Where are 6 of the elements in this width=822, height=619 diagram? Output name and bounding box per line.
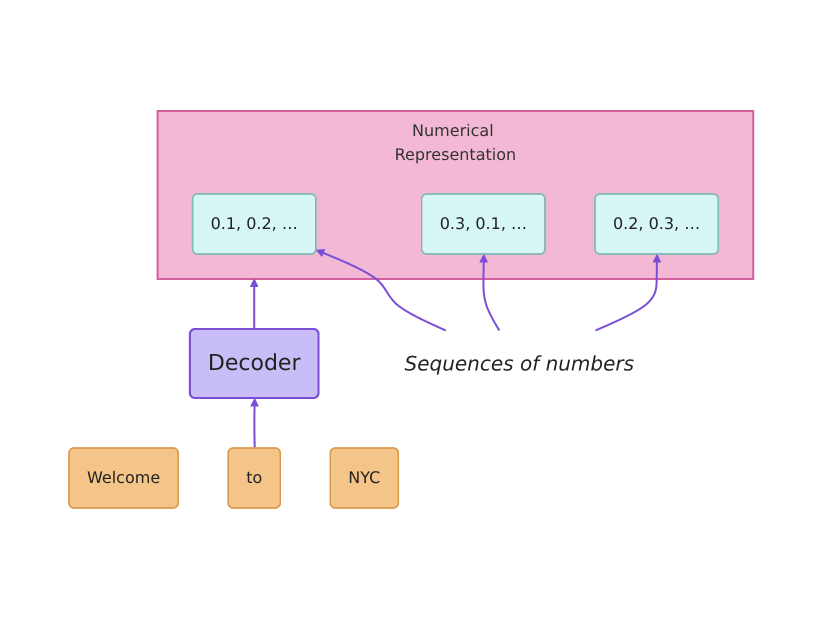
arrow bbox=[316, 249, 446, 332]
arrow bbox=[250, 398, 259, 449]
arrow bbox=[479, 254, 500, 332]
arrow bbox=[250, 278, 258, 329]
node-text: Sequences of numbers bbox=[404, 352, 634, 376]
arrow bbox=[594, 254, 662, 332]
